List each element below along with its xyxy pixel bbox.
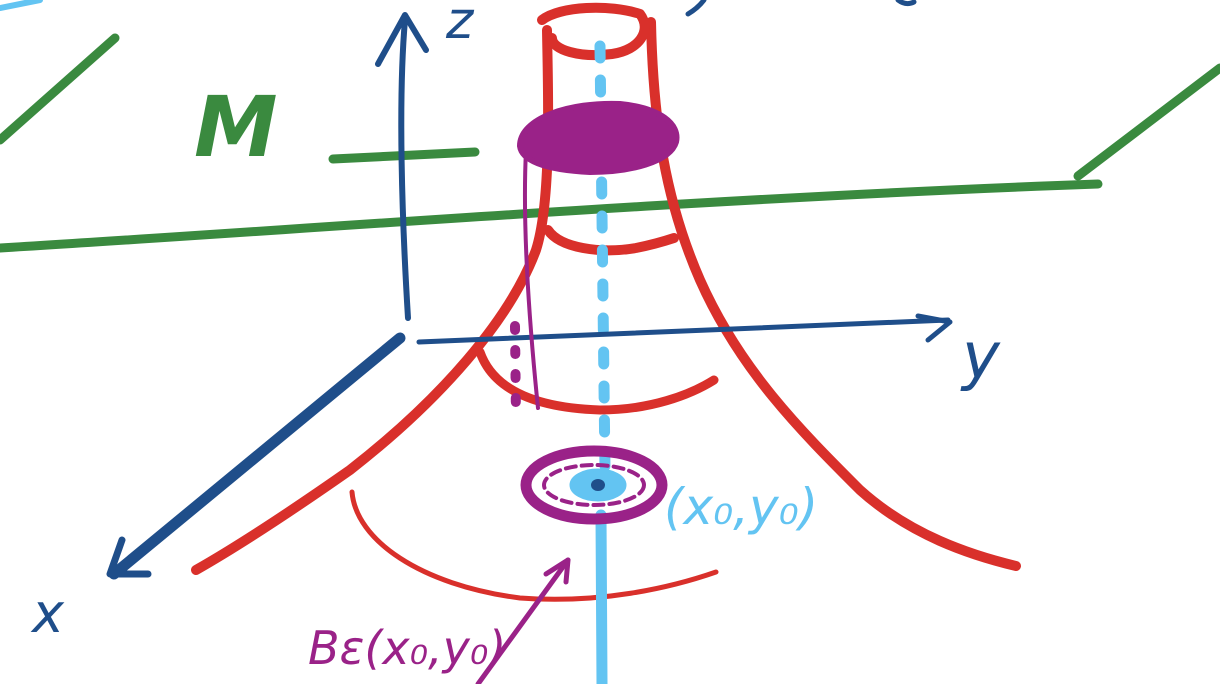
- plane-edge-upper-left: [0, 33, 120, 145]
- z-axis-arrowhead: [375, 12, 429, 67]
- base-point-center: [591, 479, 605, 491]
- solid-vertical-line: [595, 509, 608, 684]
- top-edge-stroke-mid: [685, 0, 707, 17]
- point-label: (x₀,y₀): [664, 478, 818, 536]
- projection-line: [522, 148, 540, 410]
- z-axis-label: z: [445, 0, 475, 51]
- y-axis: [416, 317, 951, 345]
- ball-label: Bε(x₀,y₀): [308, 621, 506, 675]
- plane-m: [0, 33, 1220, 253]
- ball-disk-hatch: [542, 463, 646, 507]
- x-axis-label: x: [30, 582, 65, 645]
- ball-disk-outline: [520, 445, 668, 525]
- surface-top-rim: [537, 2, 650, 60]
- projection-dots: [510, 321, 521, 425]
- surface-contour-upper: [543, 225, 679, 256]
- y-axis-label: y: [960, 320, 1001, 394]
- plane-edge-right: [1073, 63, 1220, 181]
- plane-edge-front: [0, 179, 1103, 253]
- x-axis: [108, 332, 406, 580]
- x-axis-arrowhead: [106, 536, 152, 578]
- plane-label: M: [194, 78, 278, 176]
- z-axis: [398, 17, 411, 321]
- surface-contour-lower: [349, 489, 719, 602]
- arrow-to-ball-head: [543, 557, 571, 585]
- lifted-disk: [517, 100, 680, 175]
- top-edge-stroke-left: [0, 0, 43, 11]
- arrow-to-ball: [475, 557, 571, 684]
- surface-contour-middle: [475, 347, 719, 415]
- top-edge-stroke-right: [895, 0, 917, 7]
- y-axis-arrowhead: [915, 313, 953, 343]
- surface: [191, 2, 1021, 602]
- ball-epsilon: [475, 100, 680, 684]
- axes: [106, 12, 953, 580]
